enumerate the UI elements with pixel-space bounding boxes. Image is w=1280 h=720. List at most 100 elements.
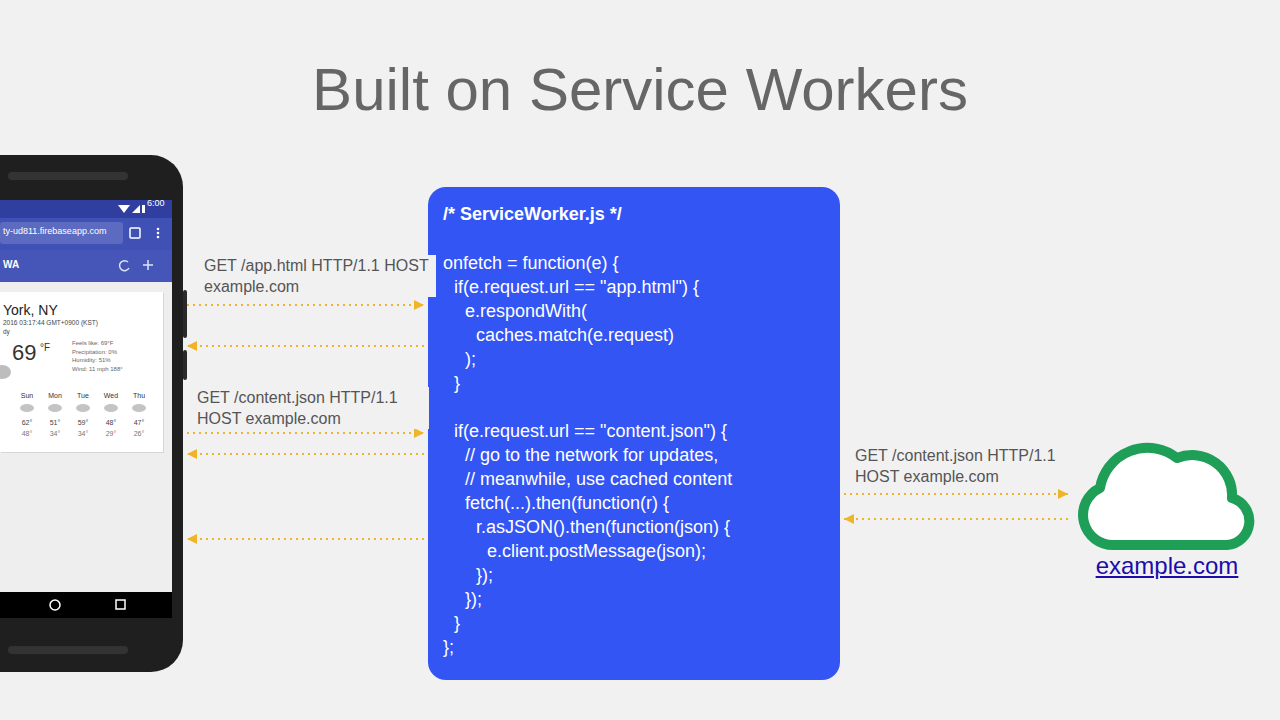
weather-detail: Feels like: 69°F bbox=[72, 340, 113, 347]
dotted-arrow bbox=[187, 300, 424, 310]
url-text: ty-ud811.firebaseapp.com bbox=[3, 226, 106, 237]
request-label: GET /content.json HTTP/1.1 HOST example.… bbox=[195, 387, 429, 429]
condition-text: dy bbox=[3, 328, 10, 336]
connector-line bbox=[187, 538, 424, 540]
connector-line bbox=[187, 432, 424, 434]
cloud-shape bbox=[1083, 448, 1249, 545]
forecast-low: 29° bbox=[98, 430, 124, 438]
arrowhead bbox=[844, 514, 854, 524]
url-toolbar bbox=[0, 218, 172, 250]
cloud-outline bbox=[1072, 440, 1262, 555]
arrowhead bbox=[1058, 489, 1068, 499]
menu-dot bbox=[157, 228, 160, 231]
cloud-server: example.com bbox=[1072, 440, 1262, 600]
temperature: 69 bbox=[12, 340, 36, 366]
status-bar bbox=[0, 200, 172, 218]
code-line: fetch(...).then(function(r) { bbox=[465, 493, 669, 515]
code-line: e.client.postMessage(json); bbox=[487, 541, 706, 563]
code-line: if(e.request.url == "app.html") { bbox=[454, 277, 699, 299]
speaker-grill bbox=[8, 646, 128, 654]
forecast-day: Thu bbox=[126, 392, 152, 400]
city-name: York, NY bbox=[3, 302, 58, 319]
app-bar bbox=[0, 250, 172, 282]
code-line: r.asJSON().then(function(json) { bbox=[476, 517, 730, 539]
forecast-low: 26° bbox=[126, 430, 152, 438]
forecast-day: Mon bbox=[42, 392, 68, 400]
signal-icon bbox=[132, 205, 140, 213]
weather-card bbox=[0, 292, 163, 452]
arrowhead bbox=[187, 534, 197, 544]
forecast-high: 51° bbox=[42, 419, 68, 427]
tab-icon bbox=[130, 228, 140, 238]
dotted-arrow bbox=[187, 449, 424, 459]
forecast-high: 47° bbox=[126, 419, 152, 427]
forecast-day: Tue bbox=[70, 392, 96, 400]
app-title: WA bbox=[3, 259, 19, 271]
dotted-arrow bbox=[844, 514, 1068, 524]
server-name: example.com bbox=[1077, 552, 1257, 581]
speaker-grill bbox=[8, 172, 128, 180]
connector-line bbox=[844, 518, 1068, 520]
request-label: GET /app.html HTTP/1.1 HOST example.com bbox=[202, 255, 436, 297]
code-line: onfetch = function(e) { bbox=[443, 253, 619, 275]
battery-icon bbox=[142, 205, 145, 213]
forecast-low: 34° bbox=[70, 430, 96, 438]
wifi-icon bbox=[118, 205, 130, 213]
connector-line bbox=[187, 304, 424, 306]
side-button bbox=[183, 290, 187, 338]
forecast-low: 48° bbox=[14, 430, 40, 438]
weather-detail: Humidity: 51% bbox=[72, 357, 111, 364]
menu-dot bbox=[157, 236, 160, 239]
code-line: ); bbox=[465, 349, 476, 371]
arrowhead bbox=[187, 341, 197, 351]
dotted-arrow bbox=[187, 341, 424, 351]
code-line: e.respondWith( bbox=[465, 301, 587, 323]
connector-line bbox=[844, 493, 1068, 495]
forecast-day: Wed bbox=[98, 392, 124, 400]
dotted-arrow bbox=[844, 489, 1068, 499]
refresh-icon bbox=[120, 261, 129, 271]
forecast-icons bbox=[20, 404, 146, 412]
menu-dot bbox=[157, 232, 160, 235]
forecast-high: 59° bbox=[70, 419, 96, 427]
phone-mockup: 6:00 ty-ud811.firebaseapp.comWA York, NY20… bbox=[0, 155, 183, 672]
arrowhead bbox=[414, 300, 424, 310]
code-line: caches.match(e.request) bbox=[476, 325, 674, 347]
code-line: } bbox=[454, 613, 460, 635]
forecast-day: Sun bbox=[14, 392, 40, 400]
service-worker-box: /* ServiceWorker.js */ onfetch = function… bbox=[428, 187, 840, 680]
temperature-unit: °F bbox=[40, 342, 50, 354]
code-line: }); bbox=[465, 589, 482, 611]
code-line: // go to the network for updates, bbox=[465, 445, 718, 467]
arrowhead bbox=[414, 428, 424, 438]
weather-icon bbox=[0, 365, 11, 379]
code-line: }); bbox=[476, 565, 493, 587]
dotted-arrow bbox=[187, 428, 424, 438]
code-line: } bbox=[454, 373, 460, 395]
forecast-low: 34° bbox=[42, 430, 68, 438]
weather-detail: Precipitation: 0% bbox=[72, 349, 117, 356]
weather-detail: Wind: 11 mph 188° bbox=[72, 366, 123, 373]
date-text: 2016 03:17:44 GMT+0900 (KST) bbox=[3, 319, 98, 327]
nav-bar bbox=[0, 592, 172, 618]
arrowhead bbox=[187, 449, 197, 459]
status-time: 6:00 bbox=[147, 198, 165, 209]
url-field bbox=[0, 222, 123, 244]
side-button bbox=[183, 350, 187, 380]
code-line: if(e.request.url == "content.json") { bbox=[454, 421, 727, 443]
code-line: }; bbox=[443, 637, 454, 659]
screen bbox=[0, 200, 172, 618]
request-label: GET /content.json HTTP/1.1 HOST example.… bbox=[853, 445, 1087, 487]
recents-button bbox=[116, 600, 125, 609]
connector-line bbox=[187, 345, 424, 347]
phone-body bbox=[0, 155, 183, 672]
code-line: // meanwhile, use cached content bbox=[465, 469, 732, 491]
add-icon bbox=[143, 260, 153, 270]
forecast-high: 48° bbox=[98, 419, 124, 427]
dotted-arrow bbox=[187, 534, 424, 544]
forecast-high: 62° bbox=[14, 419, 40, 427]
card-shadow bbox=[1, 293, 164, 453]
home-button bbox=[50, 600, 60, 610]
code-heading: /* ServiceWorker.js */ bbox=[443, 204, 622, 226]
title: Built on Service Workers bbox=[0, 55, 1280, 124]
